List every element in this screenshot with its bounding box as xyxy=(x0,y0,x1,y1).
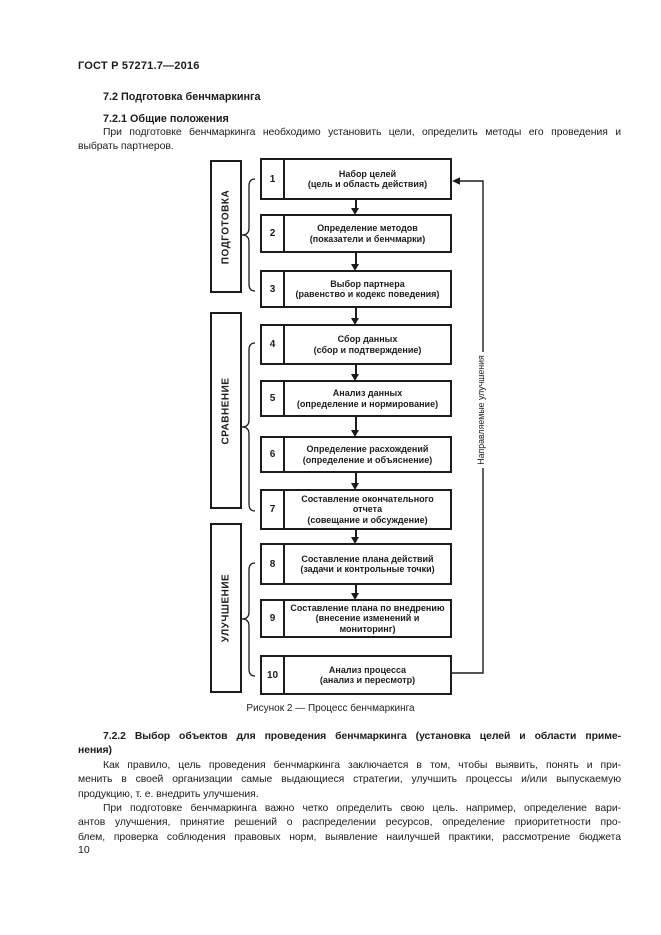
step-title: Составление плана действий xyxy=(301,553,434,564)
step-subtitle: (анализ и пересмотр) xyxy=(319,675,416,685)
figure-caption: Рисунок 2 — Процесс бенчмаркинга xyxy=(246,703,415,714)
paragraph-7-2-2-a: Как правило, цель проведения бенчмаркинг… xyxy=(78,759,621,802)
step-number: 9 xyxy=(262,601,285,636)
paragraph-line: Как правило, цель проведения бенчмаркинг… xyxy=(103,760,621,771)
step-box-6: 6 Определение расхождений (определение и… xyxy=(260,436,452,473)
step-text: Составление плана по внедрению (внесение… xyxy=(285,601,450,636)
step-subtitle: (определение и нормирование) xyxy=(296,398,439,409)
step-subtitle: (цель и область действия) xyxy=(307,179,428,189)
step-title: Составление окончательного отчета xyxy=(301,493,434,515)
stage-label: УЛУЧШЕНИЕ xyxy=(220,573,232,643)
paragraph-line: блем, проверка соблюдения правовых норм,… xyxy=(78,831,621,843)
paragraph-line: При подготовке бенчмаркинга важно четко … xyxy=(103,803,621,814)
stage-box-comparison: СРАВНЕНИЕ xyxy=(210,312,242,509)
step-number: 5 xyxy=(262,382,285,415)
step-title: Выбор партнера xyxy=(330,278,405,289)
paragraph-line: При подготовке бенчмаркинга необходимо у… xyxy=(103,127,621,138)
step-text: Составление окончательного отчета (совещ… xyxy=(285,491,450,528)
step-number: 7 xyxy=(262,491,285,528)
step-subtitle: (задачи и контрольные точки) xyxy=(300,564,435,574)
step-text: Сбор данных (сбор и подтверждение) xyxy=(285,326,450,363)
step-number: 1 xyxy=(262,160,285,198)
paragraph-7-2-1: При подготовке бенчмаркинга необходимо у… xyxy=(78,126,621,155)
arrow-down-icon xyxy=(352,308,359,325)
step-text: Выбор партнера (равенство и кодекс повед… xyxy=(285,272,450,306)
stage-label: СРАВНЕНИЕ xyxy=(220,377,232,444)
step-subtitle: (сбор и подтверждение) xyxy=(313,344,422,355)
step-number: 4 xyxy=(262,326,285,363)
arrow-down-icon xyxy=(352,473,359,490)
step-box-10: 10 Анализ процесса (анализ и пересмотр) xyxy=(260,655,452,695)
page-number: 10 xyxy=(78,844,90,856)
step-text: Составление плана действий (задачи и кон… xyxy=(285,545,450,583)
step-title: Анализ данных xyxy=(332,388,403,398)
arrow-down-icon xyxy=(352,417,359,437)
step-box-4: 4 Сбор данных (сбор и подтверждение) xyxy=(260,324,452,365)
arrow-down-icon xyxy=(352,253,359,271)
step-text: Определение расхождений (определение и о… xyxy=(285,438,450,471)
step-box-8: 8 Составление плана действий (задачи и к… xyxy=(260,543,452,585)
step-title: Сбор данных xyxy=(337,334,398,344)
stage-box-preparation: ПОДГОТОВКА xyxy=(210,160,242,293)
step-box-1: 1 Набор целей (цель и область действия) xyxy=(260,158,452,200)
stage-box-improvement: УЛУЧШЕНИЕ xyxy=(210,523,242,693)
step-box-5: 5 Анализ данных (определение и нормирова… xyxy=(260,380,452,417)
doc-number: ГОСТ Р 57271.7—2016 xyxy=(78,60,200,72)
step-title: Определение расхождений xyxy=(306,444,429,454)
heading-7-2-1: 7.2.1 Общие положения xyxy=(103,113,229,125)
step-text: Анализ данных (определение и нормировани… xyxy=(285,382,450,415)
step-title: Набор целей xyxy=(338,168,397,179)
paragraph-7-2-2-b: При подготовке бенчмаркинга важно четко … xyxy=(78,802,621,845)
brace-comparison xyxy=(241,342,256,512)
step-number: 8 xyxy=(262,545,285,583)
step-box-9: 9 Составление плана по внедрению (внесен… xyxy=(260,599,452,638)
paragraph-line: продукцию, т. е. внедрить улучшения. xyxy=(78,788,259,800)
heading-7-2-2: 7.2.2 Выбор объектов для проведения бенч… xyxy=(78,730,621,759)
heading-line: нения) xyxy=(78,745,112,757)
step-subtitle: (внесение изменений и мониторинг) xyxy=(315,613,420,634)
arrow-left-icon xyxy=(452,177,460,185)
arrow-down-icon xyxy=(352,585,359,600)
brace-preparation xyxy=(241,178,256,292)
arrow-down-icon xyxy=(352,365,359,381)
paragraph-line: менить в своей организации самые выдающи… xyxy=(78,774,621,786)
paragraph-line: выбрать партнеров. xyxy=(78,141,174,153)
step-title: Составление плана по внедрению xyxy=(290,602,445,613)
brace-improvement xyxy=(241,562,256,677)
step-box-3: 3 Выбор партнера (равенство и кодекс пов… xyxy=(260,270,452,308)
arrow-down-icon xyxy=(352,200,359,215)
step-number: 2 xyxy=(262,216,285,251)
paragraph-line: антов улучшения, принятие решений о расп… xyxy=(78,817,621,829)
step-subtitle: (определение и объяснение) xyxy=(302,454,433,465)
step-box-2: 2 Определение методов (показатели и бенч… xyxy=(260,214,452,253)
step-title: Анализ процесса xyxy=(328,664,407,675)
step-text: Анализ процесса (анализ и пересмотр) xyxy=(285,657,450,693)
step-subtitle: (совещание и обсуждение) xyxy=(307,514,428,525)
step-number: 6 xyxy=(262,438,285,471)
heading-line: 7.2.2 Выбор объектов для проведения бенч… xyxy=(103,731,621,742)
step-subtitle: (равенство и кодекс поведения) xyxy=(295,289,440,299)
step-text: Набор целей (цель и область действия) xyxy=(285,160,450,198)
step-box-7: 7 Составление окончательного отчета (сов… xyxy=(260,489,452,530)
heading-7-2: 7.2 Подготовка бенчмаркинга xyxy=(103,91,261,103)
step-number: 3 xyxy=(262,272,285,306)
stage-label: ПОДГОТОВКА xyxy=(220,189,232,264)
step-number: 10 xyxy=(262,657,285,693)
step-text: Определение методов (показатели и бенчма… xyxy=(285,216,450,251)
arrow-down-icon xyxy=(352,530,359,544)
step-subtitle: (показатели и бенчмарки) xyxy=(309,233,426,244)
feedback-label: Направляемые улучшения xyxy=(476,355,486,465)
step-title: Определение методов xyxy=(317,223,418,233)
